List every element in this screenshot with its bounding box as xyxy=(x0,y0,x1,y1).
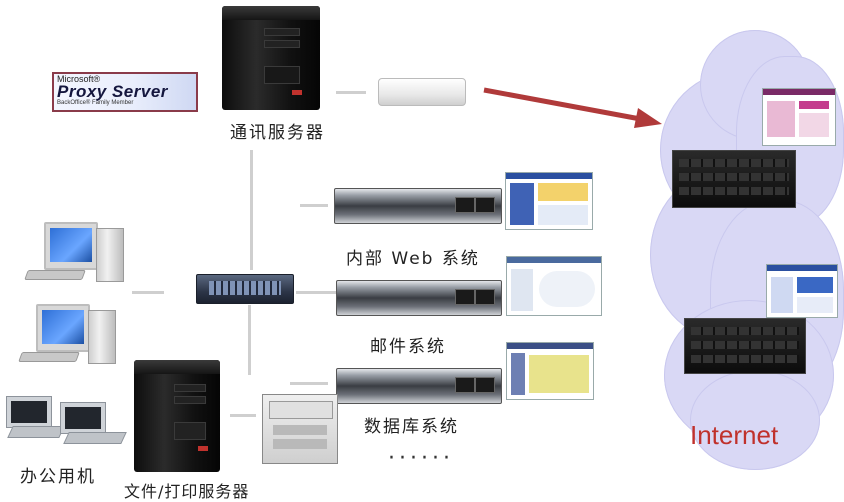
link-vertical-backbone-upper xyxy=(250,150,253,270)
logo-family-text: BackOffice® Family Member xyxy=(57,100,134,106)
printer-device xyxy=(262,394,338,464)
arrow-to-internet xyxy=(483,87,662,128)
intranet-web-screenshot xyxy=(505,172,593,230)
mail-screenshot xyxy=(506,256,602,316)
database-screenshot xyxy=(506,342,594,400)
comm-server-tower xyxy=(222,6,320,110)
logo-product-text: Proxy Server xyxy=(57,82,168,101)
mail-label: 邮件系统 xyxy=(370,337,446,357)
link-db-stub xyxy=(290,382,328,385)
internet-server-2 xyxy=(684,318,806,374)
more-systems-ellipsis: ······ xyxy=(388,446,454,471)
office-pc-monitor-1 xyxy=(44,222,98,270)
file-print-server-tower xyxy=(134,360,220,472)
office-pc-keyboard-2 xyxy=(18,352,80,362)
internet-server-1 xyxy=(672,150,796,208)
link-fileserver-printer xyxy=(230,414,256,417)
office-pc-tower-2 xyxy=(88,310,116,364)
office-laptop-base-2 xyxy=(63,432,127,444)
link-comm-modem xyxy=(336,91,366,94)
intranet-web-server xyxy=(334,188,502,224)
internet-label: Internet xyxy=(690,420,779,450)
office-laptop-lid-2 xyxy=(60,402,106,434)
office-pc-keyboard-1 xyxy=(24,270,86,280)
office-pc-tower-1 xyxy=(96,228,124,282)
comm-server-label: 通讯服务器 xyxy=(230,123,325,143)
office-pc-monitor-2 xyxy=(36,304,90,352)
logo-microsoft-text: Microsoft® xyxy=(57,74,101,84)
internet-webpage-thumbnail-2 xyxy=(766,264,838,318)
link-web-stub xyxy=(300,204,328,207)
database-label: 数据库系统 xyxy=(364,417,459,437)
intranet-web-label: 内部 Web 系统 xyxy=(346,249,480,269)
database-server xyxy=(336,368,502,404)
proxy-server-logo: Microsoft® Proxy Server BackOffice® Fami… xyxy=(52,72,198,112)
network-switch xyxy=(196,274,294,304)
modem-device xyxy=(378,78,466,106)
link-switch-mail xyxy=(296,291,336,294)
office-pcs-label: 办公用机 xyxy=(20,467,96,487)
file-print-server-label: 文件/打印服务器 xyxy=(124,482,250,501)
link-vertical-backbone-lower xyxy=(248,305,251,375)
office-laptop-base-1 xyxy=(7,426,65,438)
link-pcs-switch xyxy=(132,291,164,294)
internet-webpage-thumbnail-1 xyxy=(762,88,836,146)
office-laptop-lid-1 xyxy=(6,396,52,428)
mail-server xyxy=(336,280,502,316)
